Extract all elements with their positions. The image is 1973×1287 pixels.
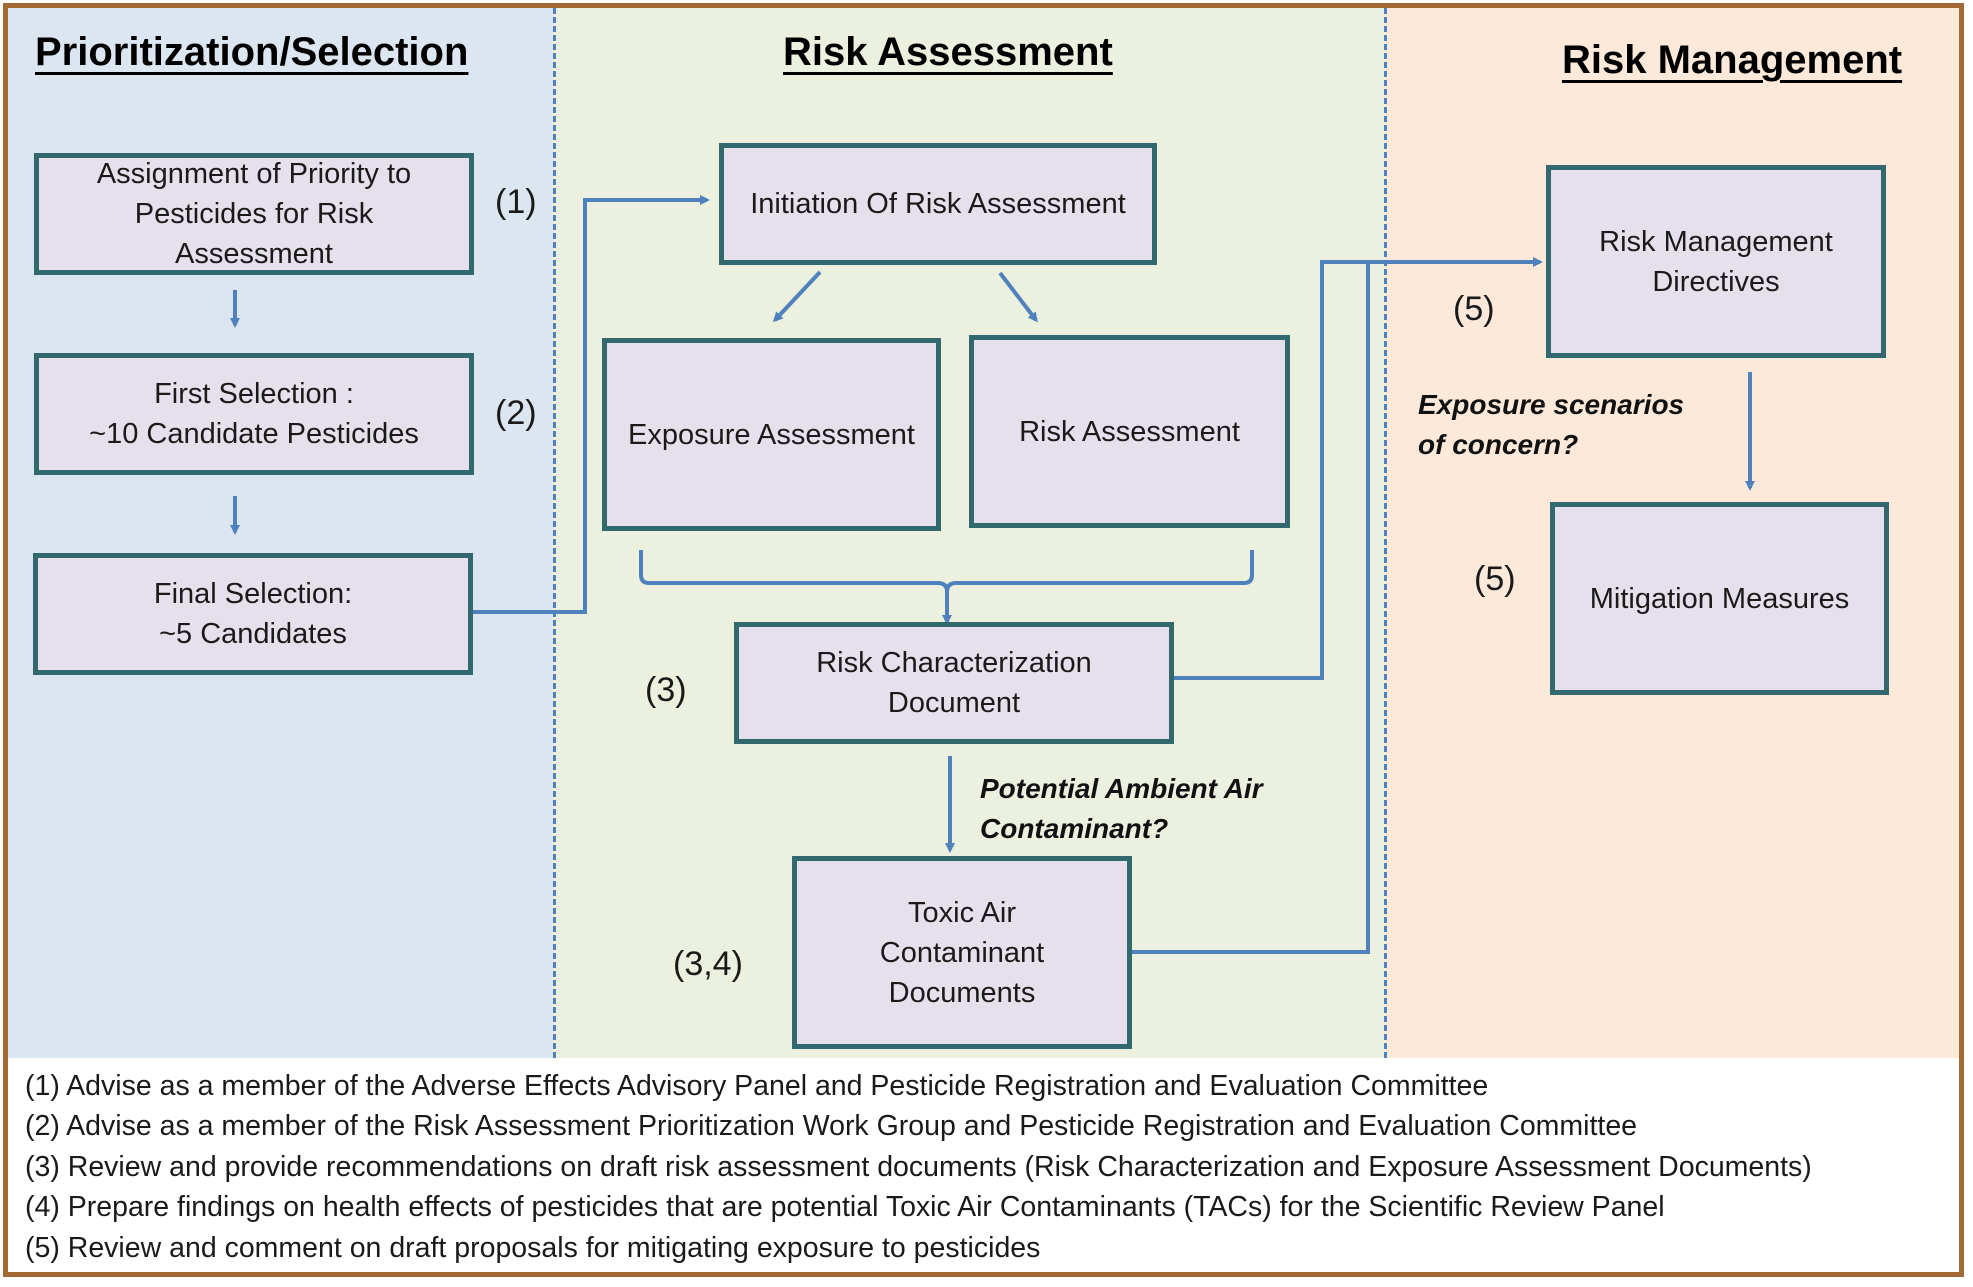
legend-item-4: (4) Prepare findings on health effects o… — [25, 1191, 1665, 1224]
box-assignment-priority: Assignment of Priority to Pesticides for… — [34, 153, 474, 275]
arrow-initiation-to-exposure — [772, 270, 822, 323]
legend-item-2: (2) Advise as a member of the Risk Asses… — [25, 1110, 1638, 1143]
connector-characterization-to-directives — [1173, 257, 1543, 680]
legend: (1) Advise as a member of the Adverse Ef… — [25, 1066, 1945, 1268]
legend-item-5: (5) Review and comment on draft proposal… — [25, 1231, 1041, 1264]
box-mitigation-measures: Mitigation Measures — [1550, 502, 1889, 695]
box-final-selection: Final Selection: ~5 Candidates — [33, 553, 473, 675]
panel-divider — [553, 8, 556, 1058]
note-exposure-scenarios: Exposure scenarios of concern? — [1418, 389, 1685, 460]
ref-label-3: (3) — [645, 671, 687, 709]
box-exposure-assessment: Exposure Assessment — [602, 338, 941, 531]
panel-divider — [1384, 8, 1387, 1058]
heading-risk-management: Risk Management — [1562, 38, 1903, 82]
note-potential-ambient-air: Potential Ambient Air Contaminant? — [980, 773, 1263, 844]
box-risk-characterization: Risk Characterization Document — [734, 622, 1174, 744]
legend-item-1: (1) Advise as a member of the Adverse Ef… — [25, 1070, 1489, 1102]
ref-label-1: (1) — [495, 183, 537, 221]
ref-label-3-4: (3,4) — [673, 945, 743, 983]
box-initiation: Initiation Of Risk Assessment — [719, 143, 1157, 265]
box-risk-assessment: Risk Assessment — [969, 335, 1290, 528]
heading-prioritization: Prioritization/Selection — [35, 30, 469, 74]
ref-label-5: (5) — [1453, 290, 1495, 328]
ref-label-5: (5) — [1474, 560, 1516, 598]
box-first-selection: First Selection : ~10 Candidate Pesticid… — [34, 353, 474, 475]
arrow-initiation-to-risk — [998, 271, 1038, 323]
box-risk-management-directives: Risk Management Directives — [1546, 165, 1886, 358]
bracket-merge — [639, 550, 1254, 593]
legend-item-3: (3) Review and provide recommendations o… — [25, 1150, 1812, 1183]
box-toxic-air-contaminant: Toxic Air Contaminant Documents — [792, 856, 1132, 1049]
connector-final-to-initiation — [470, 195, 710, 614]
connector-toxic-air-to-directives — [1130, 262, 1370, 954]
ref-label-2: (2) — [495, 394, 537, 432]
heading-risk-assessment: Risk Assessment — [783, 30, 1113, 74]
